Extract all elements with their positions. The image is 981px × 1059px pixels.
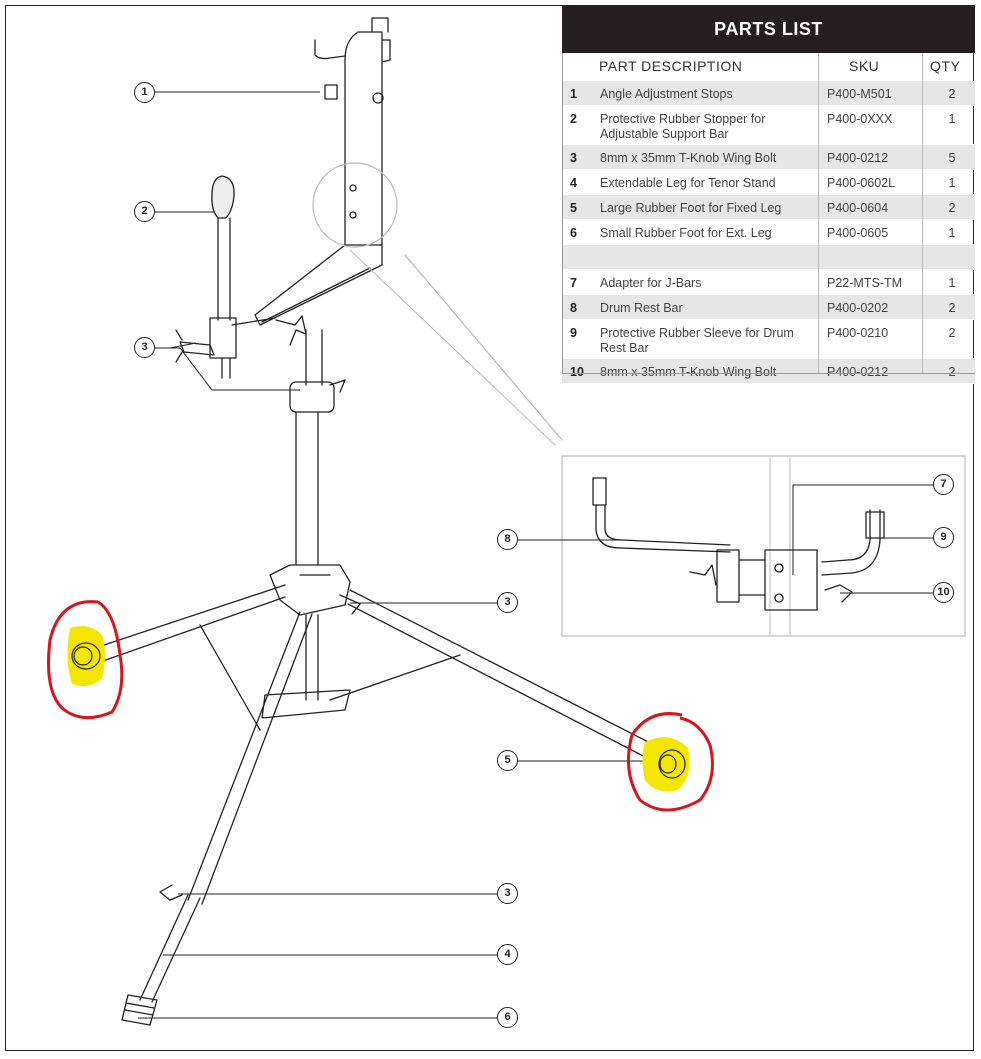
table-row: 9 Protective Rubber Sleeve for Drum Rest … [562,320,975,359]
row-qty: 5 [948,151,956,165]
parts-list-header: PART DESCRIPTION SKU QTY [562,53,975,82]
diagram-frame [5,5,974,1051]
column-separator [818,53,819,373]
row-number: 4 [570,176,577,190]
table-row: 3 8mm x 35mm T-Knob Wing Bolt P400-0212 5 [562,145,975,170]
row-sku: P400-0605 [827,226,889,240]
row-qty: 2 [948,365,956,379]
fixed-leg-right [329,589,661,763]
center-mast [289,329,346,566]
row-sku: P400-0XXX [827,112,893,126]
callout-2: 2 [134,201,155,222]
row-qty: 1 [948,276,956,290]
row-number: 1 [570,87,577,101]
row-description: Protective Rubber Sleeve for Drum Rest B… [600,326,794,355]
header-description: PART DESCRIPTION [599,58,743,74]
callout-3-leg: 3 [497,883,518,904]
upper-wing-bolt [275,315,307,346]
row-number: 3 [570,151,577,165]
row-number: 6 [570,226,577,240]
rubber-feet [71,642,686,779]
row-description: Drum Rest Bar [600,301,683,315]
header-sku: SKU [849,58,880,74]
table-row: 2 Protective Rubber Stopper for Adjustabl… [562,106,975,145]
table-row: 4 Extendable Leg for Tenor Stand P400-0602… [562,170,975,195]
row-sku: P400-0210 [827,326,889,340]
row-description: Small Rubber Foot for Ext. Leg [600,226,772,240]
row-description: 8mm x 35mm T-Knob Wing Bolt [600,365,777,379]
leg-hub [269,564,361,616]
yellow-highlights [67,626,690,792]
callout-6: 6 [497,1007,518,1028]
row-qty: 1 [948,176,956,190]
table-row: 10 8mm x 35mm T-Knob Wing Bolt P400-0212 2 [562,359,975,384]
row-qty: 2 [948,326,956,340]
row-description: 8mm x 35mm T-Knob Wing Bolt [600,151,777,165]
row-number: 8 [570,301,577,315]
row-number: 2 [570,112,577,126]
row-number: 5 [570,201,577,215]
callout-8: 8 [497,529,518,550]
row-number: 10 [570,365,584,379]
callout-5: 5 [497,750,518,771]
row-sku: P400-0212 [827,365,889,379]
callout-4: 4 [497,944,518,965]
table-left-border [562,53,563,373]
extendable-leg [121,611,313,1026]
table-row: 8 Drum Rest Bar P400-0202 2 [562,295,975,320]
detail-inset [561,455,966,637]
row-qty: 2 [948,201,956,215]
row-sku: P400-M501 [827,87,892,101]
row-description: Angle Adjustment Stops [600,87,733,101]
row-qty: 1 [948,226,956,240]
parts-list-title: PARTS LIST [562,5,975,53]
header-qty: QTY [930,58,961,74]
table-row: 1 Angle Adjustment Stops P400-M501 2 [562,81,975,106]
table-row [562,245,975,270]
row-description: Large Rubber Foot for Fixed Leg [600,201,782,215]
column-separator [922,53,923,373]
leader-lines [138,91,933,1019]
table-bottom-border [562,373,975,374]
table-row: 6 Small Rubber Foot for Ext. Leg P400-0605… [562,220,975,245]
row-sku: P22-MTS-TM [827,276,902,290]
upper-bracket [254,17,391,326]
row-number: 7 [570,276,577,290]
row-number: 9 [570,326,577,340]
callout-1: 1 [134,82,155,103]
callout-10: 10 [933,582,954,603]
callout-7: 7 [933,474,954,495]
table-row: 7 Adapter for J-Bars P22-MTS-TM 1 [562,270,975,295]
row-sku: P400-0202 [827,301,889,315]
row-sku: P400-0212 [827,151,889,165]
row-qty: 2 [948,87,956,101]
callout-3-hub: 3 [497,592,518,613]
adjustable-support-bar [175,175,276,379]
callout-9: 9 [933,527,954,548]
row-description: Adapter for J-Bars [600,276,702,290]
callout-3-upper: 3 [134,337,155,358]
red-annotations [47,600,714,812]
fixed-leg-left [94,584,286,731]
row-sku: P400-0604 [827,201,889,215]
detail-circle [312,162,398,248]
row-description: Protective Rubber Stopper for Adjustable… [600,112,766,141]
row-qty: 1 [948,112,956,126]
row-qty: 2 [948,301,956,315]
table-row: 5 Large Rubber Foot for Fixed Leg P400-060… [562,195,975,220]
row-sku: P400-0602L [827,176,896,190]
row-description: Extendable Leg for Tenor Stand [600,176,776,190]
